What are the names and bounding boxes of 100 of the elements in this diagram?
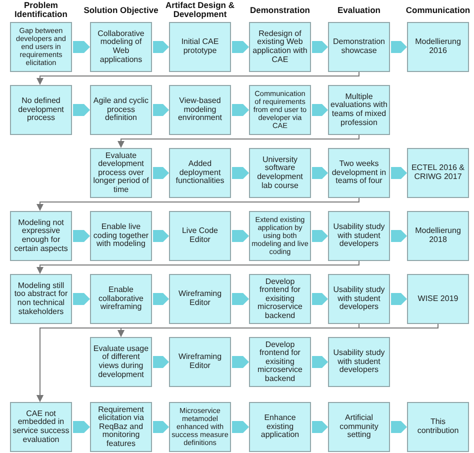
process-box <box>328 85 390 135</box>
process-box <box>90 85 152 135</box>
process-box <box>407 274 469 324</box>
chevron-arrow <box>312 230 328 242</box>
box-text: CAE not embedded in service success evaluation <box>12 410 70 444</box>
process-box <box>169 148 231 198</box>
process-box <box>90 211 152 261</box>
chevron-arrow <box>232 421 249 433</box>
box-text: This contribution <box>416 418 460 436</box>
column-heading: Demonstration <box>249 4 311 16</box>
process-box <box>328 22 390 72</box>
process-box <box>249 402 311 452</box>
box-text: University software development lab course <box>256 156 304 190</box>
box-text: Two weeks development in teams of four <box>330 160 388 186</box>
chevron-arrow <box>232 230 249 242</box>
chevron-arrow <box>391 41 407 53</box>
column-heading: Problem Identification <box>14 0 68 20</box>
chevron-arrow <box>232 104 249 116</box>
box-text: Evaluate development process over longer period of time <box>92 152 150 194</box>
box-text: Usability study with student developers <box>332 223 386 249</box>
process-box <box>169 337 231 387</box>
process-box <box>90 274 152 324</box>
chevron-arrow <box>232 356 249 368</box>
process-box <box>90 337 152 387</box>
box-text: Live Code Editor <box>180 227 220 245</box>
chevron-arrow <box>73 41 90 53</box>
chevron-arrow <box>232 293 249 305</box>
box-text: Artificial community setting <box>338 414 380 440</box>
box-text: Develop frontend for exisiting microservice backend <box>256 278 304 320</box>
process-box <box>169 211 231 261</box>
process-box <box>90 22 152 72</box>
box-text: Enhance existing application <box>260 414 300 440</box>
process-box <box>328 211 390 261</box>
box-text: WISE 2019 <box>418 294 458 304</box>
chevron-arrow <box>232 41 249 53</box>
chevron-arrow <box>153 167 169 179</box>
chevron-arrow <box>73 230 90 242</box>
box-text: Usability study with student developers <box>332 349 386 375</box>
process-box <box>10 85 72 135</box>
arrow <box>118 134 360 148</box>
process-box <box>169 274 231 324</box>
chevron-arrow <box>312 167 328 179</box>
process-box <box>249 274 311 324</box>
box-text: Modeling still too abstract for non technical stakeholders <box>13 282 69 316</box>
process-box <box>169 85 231 135</box>
arrow <box>36 198 360 211</box>
chevron-arrow <box>153 421 169 433</box>
box-text: Demonstration showcase <box>332 38 386 56</box>
process-box <box>328 402 390 452</box>
process-box <box>328 148 390 198</box>
process-box <box>249 148 311 198</box>
chevron-arrow <box>391 167 407 179</box>
chevron-arrow <box>391 230 407 242</box>
column-heading: Communication <box>404 4 472 16</box>
chevron-arrow <box>153 293 169 305</box>
box-text: Multiple evaluations with teams of mixed profession <box>330 92 388 128</box>
box-text: Collaborative modeling of Web applications <box>96 30 146 64</box>
chevron-arrow <box>73 421 90 433</box>
process-box <box>249 337 311 387</box>
box-text: Modellierung 2018 <box>414 227 462 245</box>
process-box <box>407 22 469 72</box>
box-text: Evaluate usage of different views during development <box>92 344 150 380</box>
box-text: Modellierung 2016 <box>414 38 462 56</box>
box-text: No defined development process <box>17 97 65 123</box>
process-box <box>328 274 390 324</box>
box-text: Requirement elicitation via ReqBaz and monitoring features <box>97 406 145 448</box>
process-box <box>249 22 311 72</box>
process-box <box>407 402 469 452</box>
column-heading: Solution Objective <box>82 4 160 17</box>
chevron-arrow <box>73 104 90 116</box>
arrow <box>36 260 360 274</box>
chevron-arrow <box>153 104 169 116</box>
box-text: Wireframing Editor <box>177 290 223 308</box>
box-text: Redesign of existing Web application with CAE <box>252 30 308 64</box>
chevron-arrow <box>391 421 407 433</box>
process-box <box>407 148 469 198</box>
chevron-arrow <box>153 356 169 368</box>
chevron-arrow <box>312 104 328 116</box>
box-text: Enable live coding together with modeling <box>92 223 150 249</box>
chevron-arrow <box>391 293 407 305</box>
chevron-arrow <box>312 356 328 368</box>
column-heading: Artifact Design & Development <box>164 0 236 20</box>
box-text: Enable collaborative wireframing <box>98 286 144 312</box>
box-text: Initial CAE prototype <box>180 38 220 56</box>
chevron-arrow <box>153 41 169 53</box>
arrow <box>36 72 360 85</box>
chevron-arrow <box>232 167 249 179</box>
box-text: Wireframing Editor <box>177 353 223 371</box>
process-box <box>10 211 72 261</box>
chevron-arrow <box>312 421 328 433</box>
process-box <box>169 22 231 72</box>
process-box <box>407 211 469 261</box>
chevron-arrow <box>153 230 169 242</box>
chevron-arrow <box>312 293 328 305</box>
box-text: Agile and cyclic process definition <box>92 97 150 123</box>
box-text: Usability study with student developers <box>332 286 386 312</box>
chevron-arrow <box>73 293 90 305</box>
chevron-arrow <box>312 41 328 53</box>
process-box <box>328 337 390 387</box>
box-text: Develop frontend for exisiting microservice backend <box>256 340 304 384</box>
